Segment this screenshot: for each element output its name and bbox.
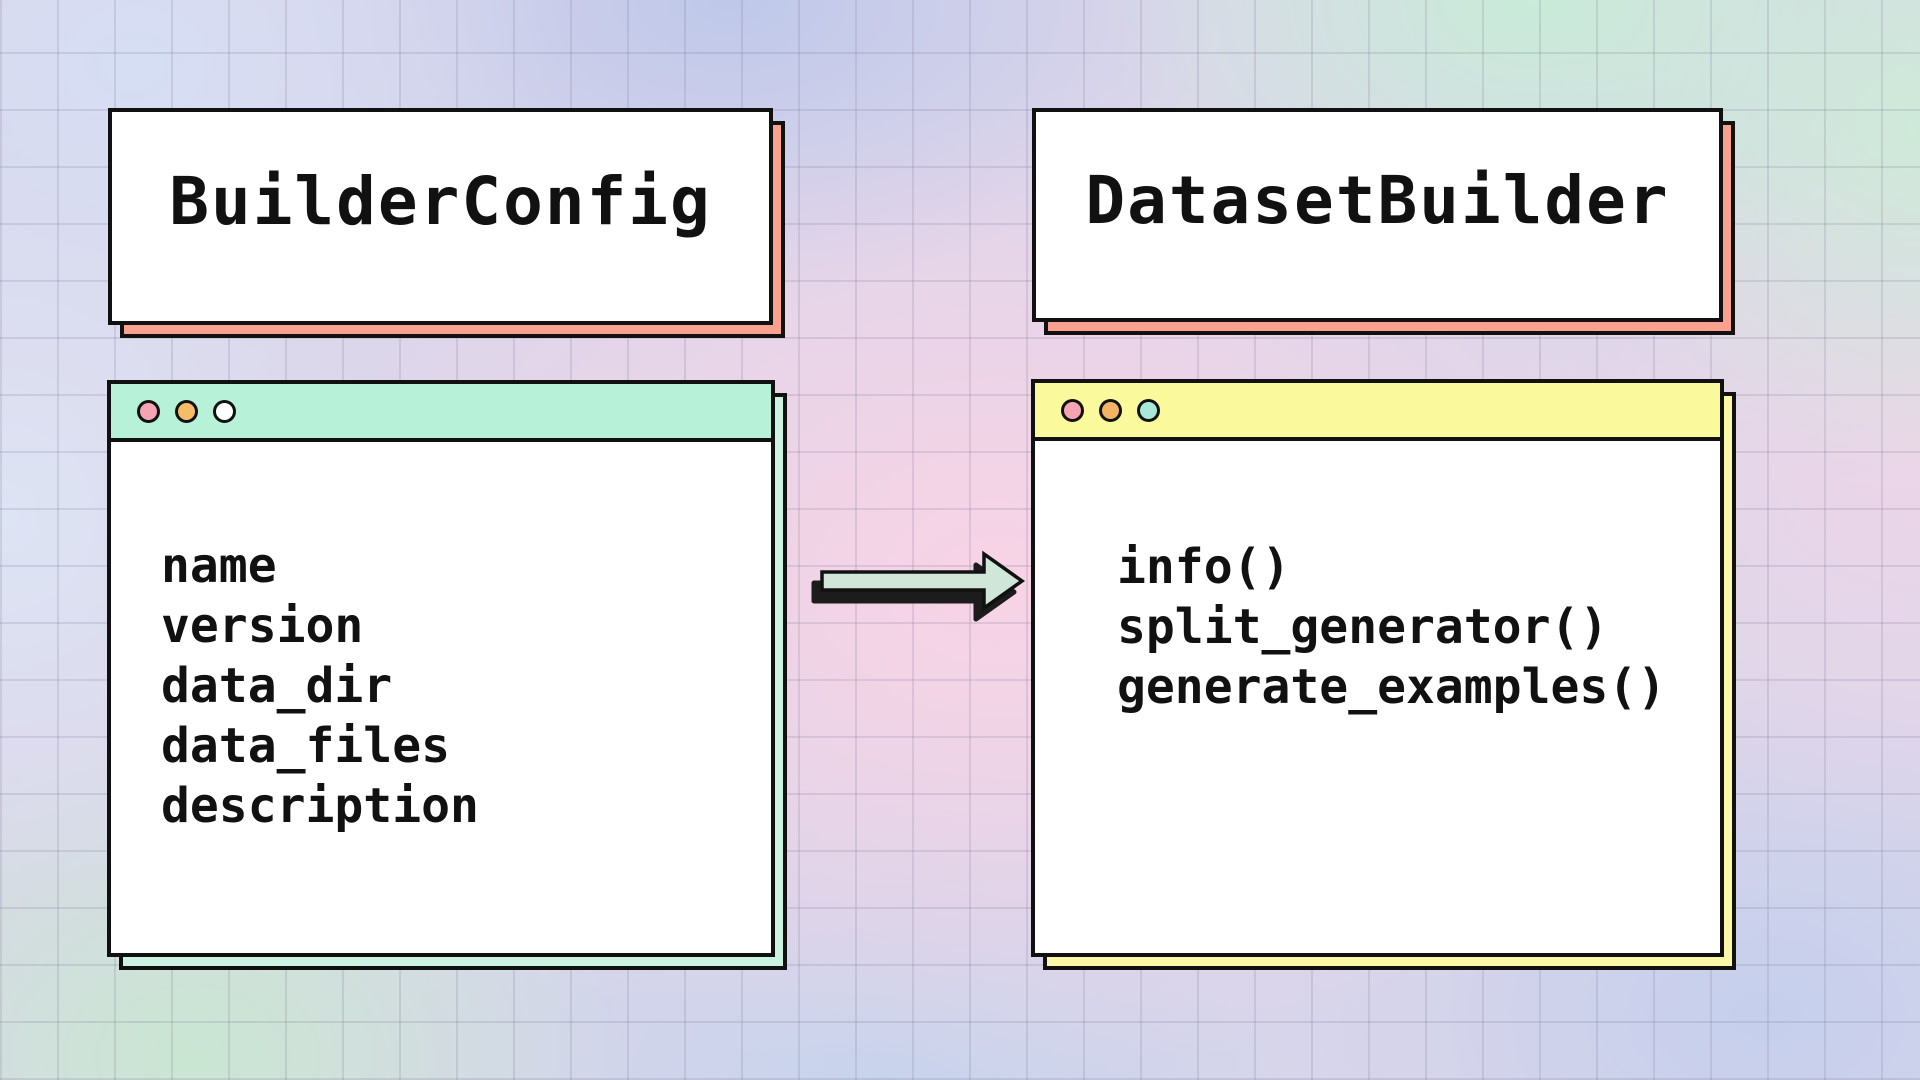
dataset-builder-window: info()split_generator()generate_examples… [1031, 379, 1736, 970]
window-dot-zoom-icon [1137, 398, 1160, 422]
flow-arrow [808, 542, 1032, 622]
builder-config-title: BuilderConfig [169, 163, 712, 240]
dataset-builder-method-list: info()split_generator()generate_examples… [1035, 441, 1720, 717]
window-dot-zoom-icon [213, 399, 236, 423]
code-line: version [161, 598, 364, 654]
dataset-builder-title: DatasetBuilder [1085, 161, 1670, 239]
code-line: data_dir [161, 658, 393, 714]
code-line: split_generator() [1117, 599, 1609, 655]
code-line: info() [1117, 539, 1291, 595]
window-titlebar [1035, 383, 1720, 441]
code-line: name [161, 538, 277, 594]
window-dot-minimize-icon [175, 399, 198, 423]
window-dot-minimize-icon [1099, 398, 1122, 422]
window-dot-close-icon [137, 399, 160, 423]
window-titlebar [111, 384, 771, 442]
builder-config-title-card: BuilderConfig [108, 108, 785, 338]
code-line: generate_examples() [1117, 659, 1667, 715]
code-line: description [161, 778, 479, 834]
arrow-shape [820, 550, 1026, 612]
dataset-builder-title-card: DatasetBuilder [1032, 108, 1735, 335]
window-dot-close-icon [1061, 398, 1084, 422]
right-arrow-icon [811, 550, 1026, 622]
code-line: data_files [161, 718, 450, 774]
